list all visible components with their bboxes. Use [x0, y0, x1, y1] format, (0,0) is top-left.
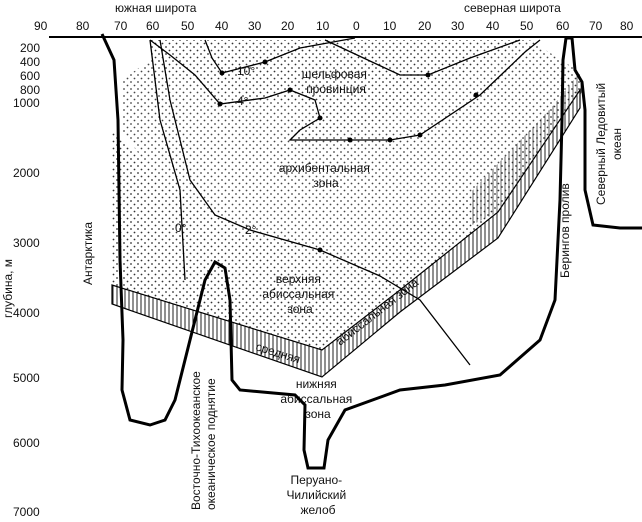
arctic-shelf-hatch — [470, 72, 582, 226]
trench-line1: Перуано- — [290, 473, 342, 487]
lat-tick: 90 — [34, 19, 48, 33]
depth-tick: 4000 — [13, 306, 40, 320]
lat-tick: 80 — [76, 19, 90, 33]
lat-tick: 40 — [215, 19, 229, 33]
depth-tick: 5000 — [13, 371, 40, 385]
seafloor-profile — [100, 33, 642, 470]
isotherm-2 — [159, 39, 471, 366]
depth-tick: 2000 — [13, 166, 40, 180]
upper-abyssal-area — [112, 72, 580, 350]
lat-tick: 40 — [486, 19, 500, 33]
lat-tick: 0 — [353, 19, 360, 33]
depth-tick: 400 — [20, 55, 40, 69]
bering-strait-label: Берингов пролив — [558, 183, 572, 278]
isotherm-2-label: 2° — [245, 223, 257, 237]
ridge-label-line1: Восточно-Тихоокеанское — [189, 371, 203, 510]
ridge-label-line2: океаническое поднятие — [204, 378, 218, 510]
shelf-province-area — [150, 40, 530, 140]
isotherm-points — [217, 59, 479, 253]
trench-line2: Чилийский — [286, 488, 346, 502]
depth-tick: 3000 — [13, 236, 40, 250]
depth-tick: 200 — [20, 41, 40, 55]
upper-abyssal-line3: зона — [287, 302, 313, 316]
depth-tick: 6000 — [13, 436, 40, 450]
upper-abyssal-label: верхняя абиссальная зона — [262, 272, 337, 316]
lat-tick: 20 — [281, 19, 295, 33]
lat-tick: 70 — [589, 19, 603, 33]
upper-abyssal-line2: абиссальная — [262, 287, 334, 301]
lat-tick: 30 — [248, 19, 262, 33]
lat-tick: 50 — [520, 19, 534, 33]
depth-axis-label: глубина, м — [1, 259, 15, 318]
shelf-line2: провинция — [306, 82, 366, 96]
lat-tick: 10 — [316, 19, 330, 33]
depth-tick: 600 — [20, 69, 40, 83]
upper-abyssal-line1: верхняя — [276, 272, 321, 286]
depth-tick: 800 — [20, 83, 40, 97]
arctic-ocean-line2: океан — [610, 128, 624, 160]
lower-abyssal-label: нижняя абиссальная зона — [280, 377, 355, 421]
latitude-ticks: 90 80 70 60 50 40 30 20 10 0 10 20 30 40… — [34, 19, 634, 33]
depth-tick: 7000 — [13, 505, 40, 519]
isotherm-0-label: 0° — [175, 221, 187, 235]
trench-line3: желоб — [301, 503, 336, 517]
lat-tick: 50 — [181, 19, 195, 33]
archibenthal-area — [122, 40, 580, 262]
lower-abyssal-line1: нижняя — [296, 377, 337, 391]
archibenthal-label: архибентальная зона — [279, 161, 373, 190]
isotherm-0 — [149, 39, 186, 281]
depth-ticks: 200 400 600 800 1000 2000 3000 4000 5000… — [13, 41, 40, 519]
depth-tick: 1000 — [13, 96, 40, 110]
south-latitude-label: южная широта — [115, 1, 197, 15]
lat-tick: 30 — [451, 19, 465, 33]
lat-tick: 20 — [418, 19, 432, 33]
trench-label: Перуано- Чилийский желоб — [286, 473, 349, 517]
lat-tick: 60 — [146, 19, 160, 33]
isotherm-10 — [204, 37, 356, 74]
lower-abyssal-line2: абиссальная — [280, 392, 352, 406]
archibenthal-line2: зона — [313, 176, 339, 190]
antarctica-label: Антарктика — [81, 222, 95, 285]
isotherm-4 — [149, 39, 541, 141]
archibenthal-line1: архибентальная — [279, 161, 370, 175]
isotherm-4-label: 4° — [237, 94, 249, 108]
lower-abyssal-line3: зона — [305, 407, 331, 421]
lat-tick: 10 — [383, 19, 397, 33]
lat-tick: 80 — [620, 19, 634, 33]
north-latitude-label: северная широта — [464, 1, 561, 15]
middle-abyssal-band — [111, 88, 581, 378]
lat-tick: 60 — [556, 19, 570, 33]
arctic-ocean-line1: Северный Ледовитый — [594, 83, 608, 205]
isotherm-10-label: 10° — [237, 64, 255, 78]
lat-tick: 70 — [114, 19, 128, 33]
shelf-province-label: шельфовая провинция — [302, 67, 370, 96]
shelf-line1: шельфовая — [302, 67, 367, 81]
